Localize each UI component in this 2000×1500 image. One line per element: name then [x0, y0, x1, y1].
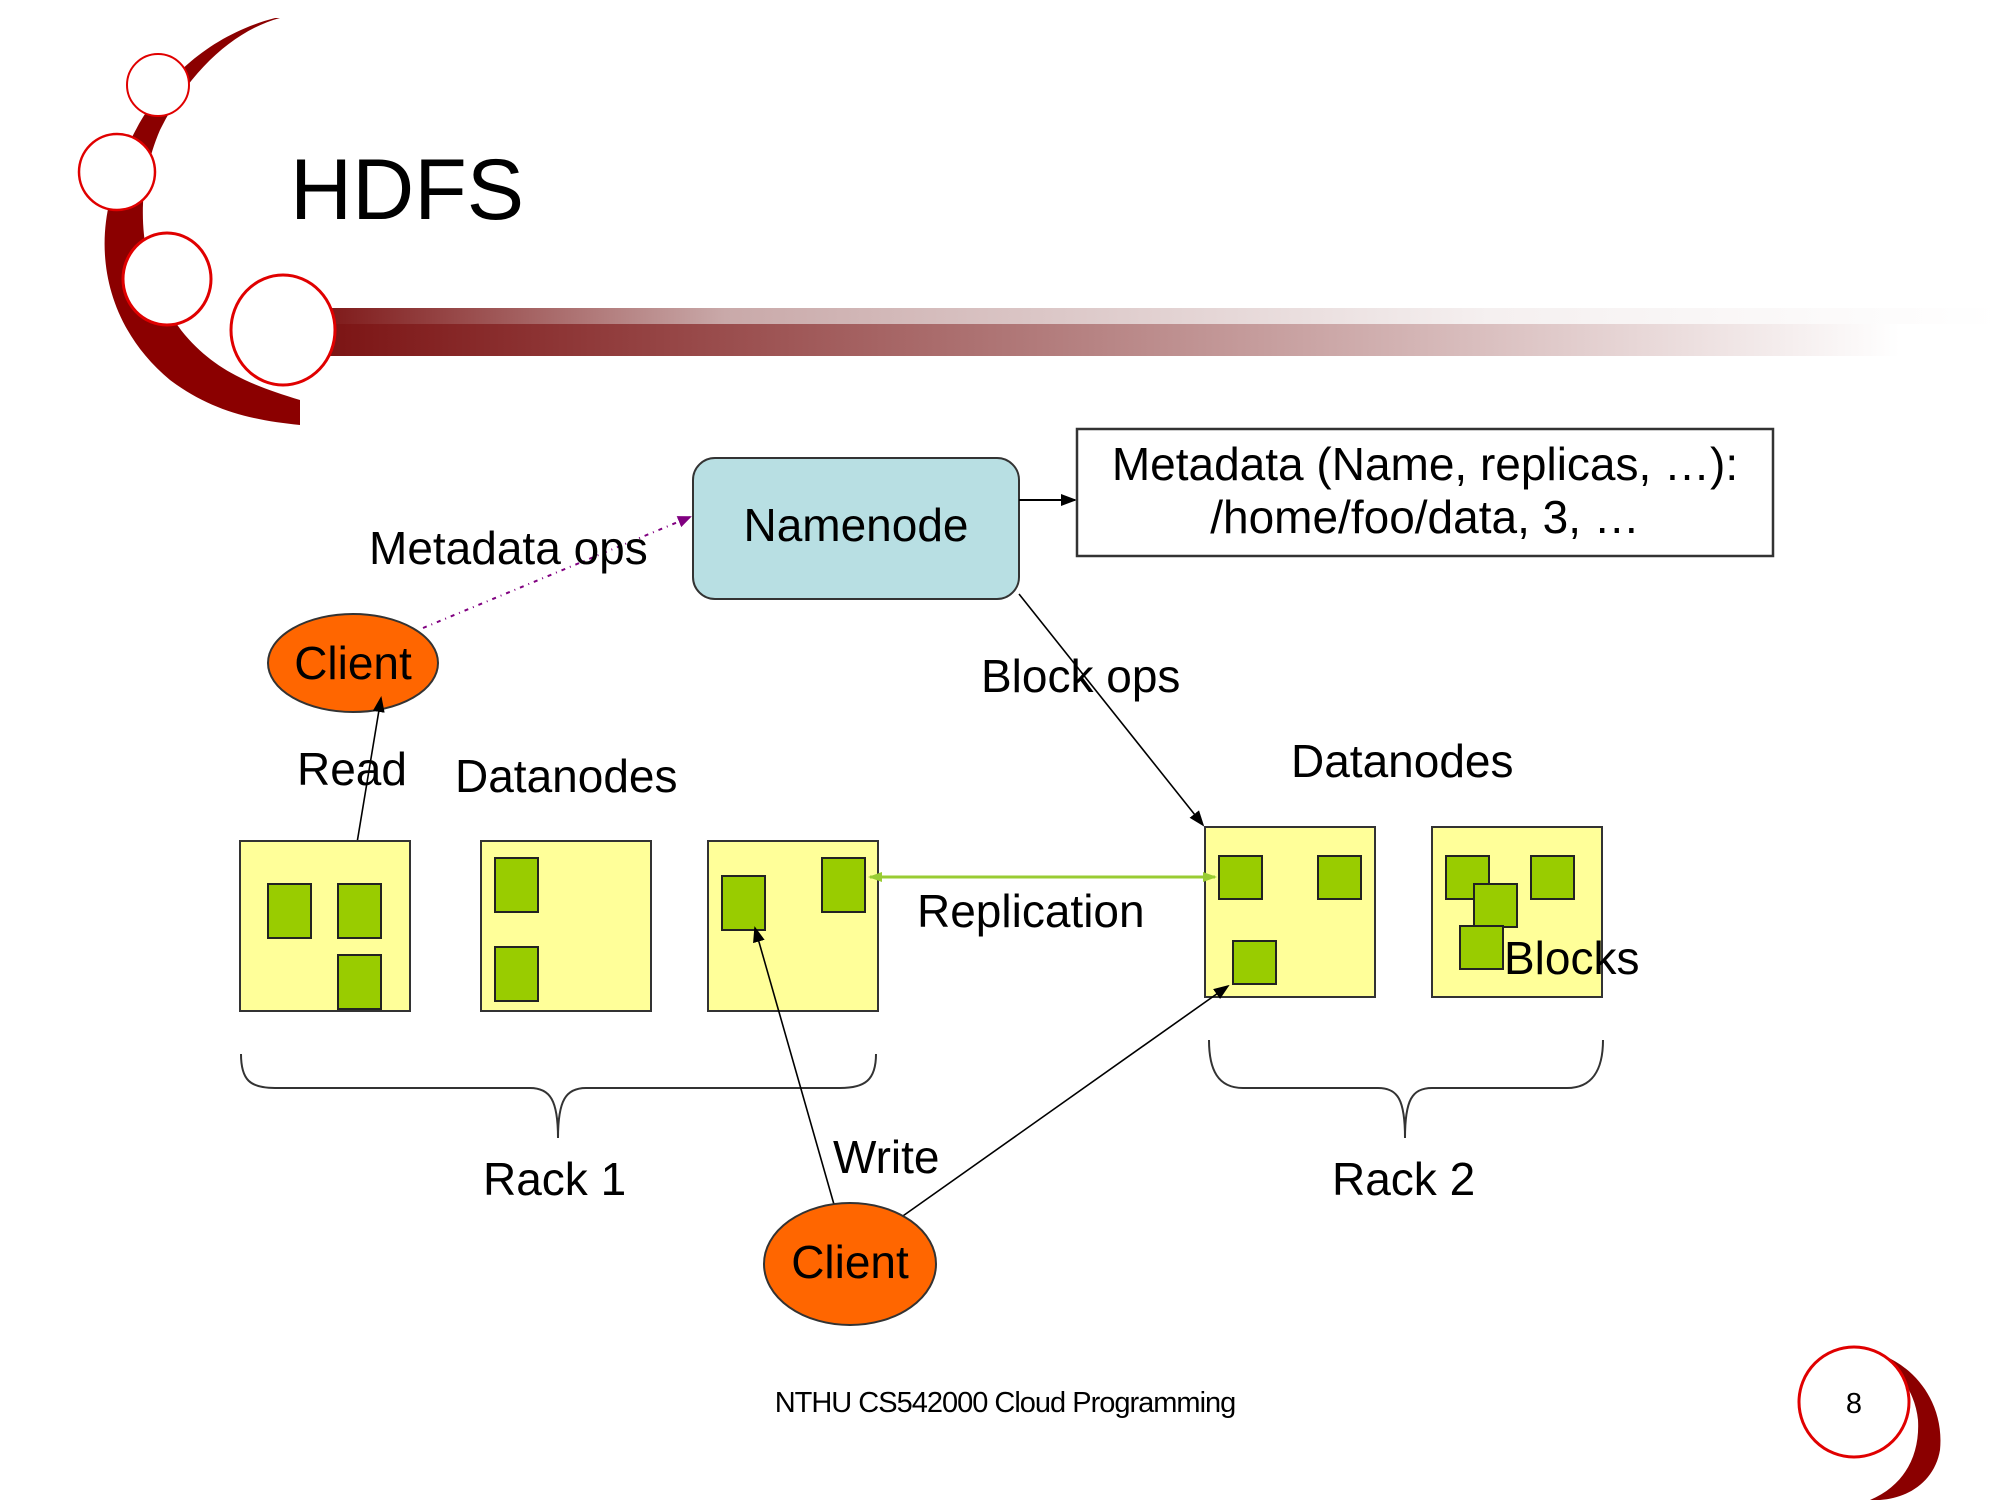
- datanode: [707, 840, 879, 1012]
- decor-circle-4: [229, 273, 337, 387]
- block: [1530, 855, 1575, 900]
- read-arrow: [354, 696, 385, 856]
- block: [1473, 883, 1518, 928]
- title-underline-bar-bottom: [300, 324, 1900, 356]
- block: [337, 954, 382, 1010]
- rack2-brace: [1208, 1039, 1604, 1139]
- block: [267, 883, 312, 939]
- namenode-label: Namenode: [743, 499, 968, 551]
- write-arrow-rack1: [753, 926, 836, 1209]
- block: [337, 883, 382, 939]
- write-client-label: Client: [791, 1236, 909, 1288]
- block-ops-arrow: [1018, 593, 1205, 827]
- read-client-node: [267, 613, 439, 713]
- block: [1317, 855, 1362, 900]
- read-label: Read: [297, 743, 407, 795]
- block: [1218, 855, 1263, 900]
- theme-decoration-top: [77, 18, 2000, 425]
- datanodes-label-rack2: Datanodes: [1291, 735, 1514, 787]
- block: [1459, 925, 1504, 970]
- datanodes-label-rack1: Datanodes: [455, 750, 678, 802]
- metadata-ops-arrow: [422, 516, 692, 629]
- block: [1232, 940, 1277, 985]
- metadata-box: [1075, 427, 1775, 558]
- slide-footer: NTHU CS542000 Cloud Programming: [775, 1387, 1236, 1419]
- datanode: [1204, 826, 1376, 998]
- page-number: 8: [1846, 1388, 1862, 1420]
- write-arrow-rack2: [899, 984, 1230, 1219]
- rack1-datanodes: [239, 840, 879, 1012]
- namenode-box: [692, 457, 1020, 600]
- blocks-label: Blocks: [1504, 932, 1639, 984]
- decor-circle-2: [77, 132, 157, 212]
- block-ops-label: Block ops: [981, 650, 1180, 702]
- write-client-node: [763, 1202, 937, 1326]
- block: [821, 857, 866, 913]
- decor-circle-1: [126, 53, 190, 117]
- rack1-label: Rack 1: [483, 1153, 626, 1205]
- slide-title: HDFS: [290, 142, 524, 238]
- write-label: Write: [833, 1131, 940, 1183]
- metadata-ops-label: Metadata ops: [369, 522, 648, 574]
- rack1-brace: [240, 1053, 877, 1139]
- replication-label: Replication: [917, 885, 1145, 937]
- decor-arc-bottom: [1856, 1348, 1941, 1500]
- read-client-label: Client: [294, 637, 412, 689]
- block: [494, 857, 539, 913]
- decor-circle-3: [121, 231, 213, 327]
- page-number-badge: 8: [1797, 1345, 1941, 1500]
- datanode: [480, 840, 652, 1012]
- datanode: [239, 840, 411, 1012]
- metadata-box-line2: /home/foo/data, 3, …: [1210, 491, 1640, 543]
- page-number-circle: [1797, 1345, 1911, 1459]
- title-underline-bar-top: [300, 308, 2000, 324]
- rack2-datanodes: [1204, 826, 1603, 998]
- datanode: [1431, 826, 1603, 998]
- block: [494, 946, 539, 1002]
- block: [721, 875, 766, 931]
- rack2-label: Rack 2: [1332, 1153, 1475, 1205]
- metadata-box-line1: Metadata (Name, replicas, …):: [1112, 438, 1738, 490]
